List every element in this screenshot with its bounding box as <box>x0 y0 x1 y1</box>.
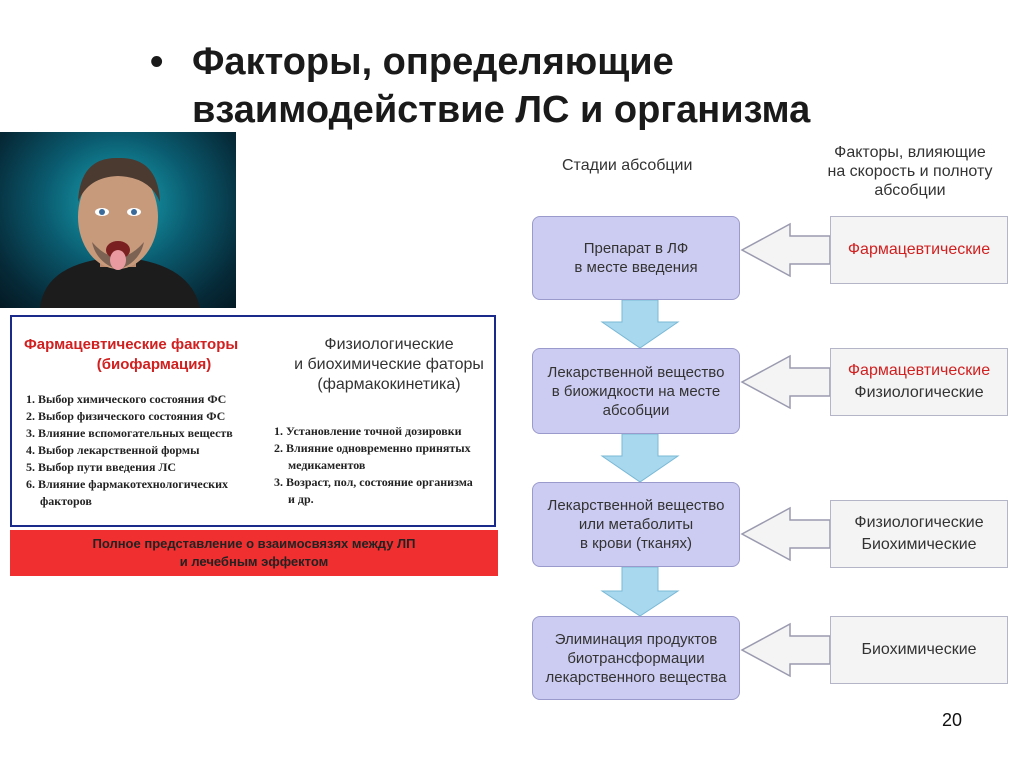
down-arrow-3 <box>600 566 680 617</box>
left-arrow-3 <box>740 506 831 562</box>
factor-box-3: Физиологические Биохимические <box>830 500 1008 568</box>
summary-line-1: Полное представление о взаимосвязях межд… <box>92 536 416 551</box>
stage-4-line-1: Элиминация продуктов <box>554 630 718 648</box>
stage-2-line-1: Лекарственной вещество <box>547 363 725 381</box>
portrait-illustration <box>40 157 200 308</box>
phys-heading-block: Физиологические и биохимические фаторы (… <box>274 335 504 395</box>
list-item: 6. Влияние фармакотехнологических <box>26 477 229 491</box>
down-arrow-1 <box>600 299 680 349</box>
down-arrow-2 <box>600 433 680 483</box>
factor-box-1: Фармацевтические <box>830 216 1008 284</box>
summary-bar: Полное представление о взаимосвязях межд… <box>10 530 498 576</box>
summary-line-2: и лечебным эффектом <box>179 554 329 569</box>
stage-3-line-2: или метаболиты <box>578 516 694 533</box>
page-number: 20 <box>942 710 963 730</box>
list-item: 4. Выбор лекарственной формы <box>26 443 200 457</box>
slide-title: • Факторы, определяющие взаимодействие Л… <box>150 38 1010 134</box>
stage-box-2: Лекарственной вещество в биожидкости на … <box>532 348 740 434</box>
list-item: 5. Выбор пути введения ЛС <box>26 460 177 474</box>
phys-factor-list: 1. Установление точной дозировки 2. Влия… <box>274 423 504 508</box>
title-line-1: Факторы, определяющие <box>192 41 674 83</box>
phys-heading-2: и биохимические фаторы <box>294 356 484 373</box>
factors-heading: Факторы, влияющие на скорость и полноту … <box>800 143 1020 200</box>
factors-info-box: Фармацевтические факторы (биофармация) Ф… <box>10 315 496 527</box>
factors-heading-2: на скорость и полноту <box>827 163 993 180</box>
stage-box-4: Элиминация продуктов биотрансформации ле… <box>532 616 740 700</box>
stage-3-line-3: в крови (тканях) <box>580 535 692 552</box>
list-item: медикаментов <box>288 458 366 472</box>
list-item: 2. Выбор физического состояния ФС <box>26 409 226 423</box>
portrait-photo <box>0 132 236 308</box>
stage-2-line-2: в биожидкости на месте <box>551 382 721 400</box>
list-item: 2. Влияние одновременно принятых <box>274 441 471 455</box>
stages-heading: Стадии абсобции <box>562 157 693 174</box>
phys-heading-1: Физиологические <box>324 336 454 353</box>
stage-box-1: Препарат в ЛФ в месте введения <box>532 216 740 300</box>
list-item: 3. Влияние вспомогательных веществ <box>26 426 233 440</box>
factor-2-line-2: Физиологические <box>854 384 984 401</box>
factors-heading-1: Факторы, влияющие <box>834 144 986 161</box>
list-item: факторов <box>40 494 92 508</box>
stage-4-line-2: биотрансформации <box>567 649 705 667</box>
list-item: и др. <box>288 492 314 506</box>
factor-2-line-1: Фармацевтические <box>847 362 991 379</box>
list-item: 1. Установление точной дозировки <box>274 424 462 438</box>
pharm-factor-list: 1. Выбор химического состояния ФС 2. Выб… <box>26 391 276 510</box>
stage-1-line-2: в месте введения <box>574 259 698 276</box>
pharm-heading: Фармацевтические факторы <box>24 336 239 353</box>
title-line-2: взаимодействие ЛС и организма <box>192 89 811 131</box>
factor-box-2: Фармацевтические Физиологические <box>830 348 1008 416</box>
pharm-heading-block: Фармацевтические факторы (биофармация) <box>24 335 284 375</box>
factor-1-line-1: Фармацевтические <box>847 241 991 258</box>
pharm-subheading: (биофармация) <box>96 356 212 373</box>
stage-3-line-1: Лекарственной вещество <box>547 497 725 514</box>
left-arrow-1 <box>740 222 831 278</box>
factors-heading-3: абсобции <box>874 182 946 199</box>
left-arrow-2 <box>740 354 831 410</box>
factor-3-line-1: Физиологические <box>854 514 984 531</box>
title-bullet: • <box>150 41 164 83</box>
list-item: 1. Выбор химического состояния ФС <box>26 392 227 406</box>
factor-3-line-2: Биохимические <box>861 536 977 553</box>
stage-1-line-1: Препарат в ЛФ <box>583 240 689 257</box>
phys-heading-3: (фармакокинетика) <box>317 376 461 393</box>
stage-box-3: Лекарственной вещество или метаболиты в … <box>532 482 740 567</box>
stage-2-line-3: абсобции <box>602 401 670 419</box>
left-arrow-4 <box>740 622 831 678</box>
list-item: 3. Возраст, пол, состояние организма <box>274 475 473 489</box>
stage-4-line-3: лекарственного вещества <box>545 668 727 686</box>
factor-4-line-1: Биохимические <box>861 641 977 658</box>
factor-box-4: Биохимические <box>830 616 1008 684</box>
